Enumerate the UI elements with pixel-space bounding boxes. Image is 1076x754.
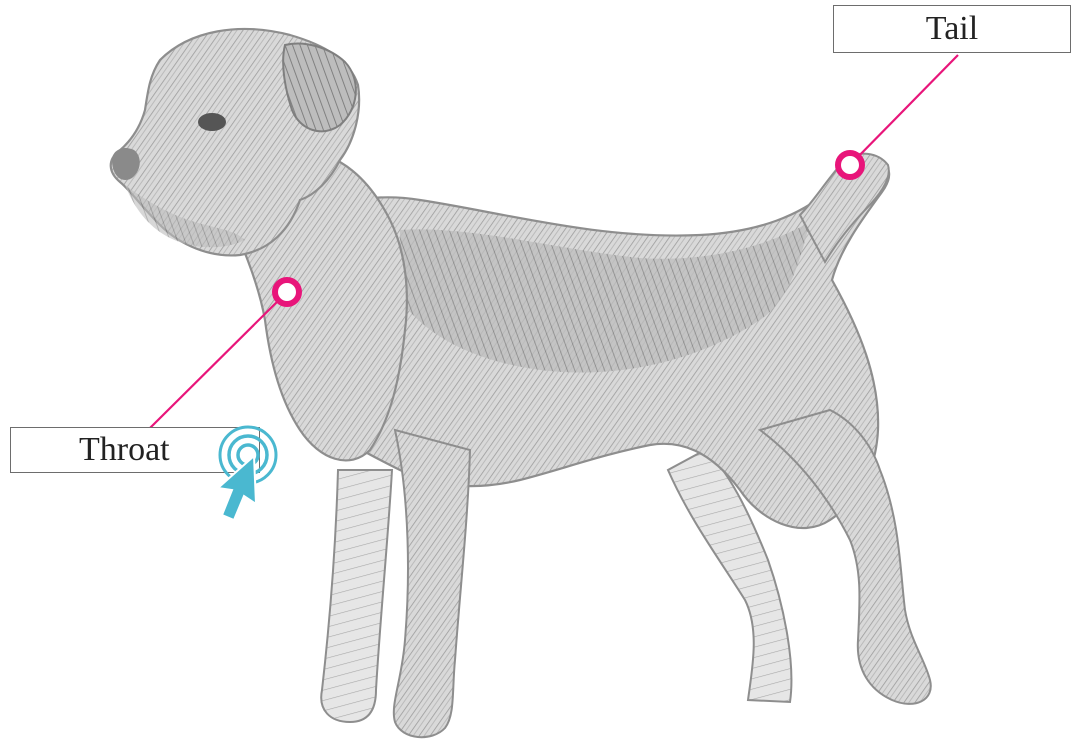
throat-label-text: Throat: [79, 433, 170, 467]
tap-cursor-icon: [210, 420, 290, 530]
throat-marker: [275, 280, 299, 304]
tail-label-text: Tail: [926, 12, 978, 46]
dog-eye: [198, 113, 226, 131]
dog-front-far-leg: [321, 470, 392, 722]
dog-front-near-leg: [394, 430, 470, 737]
tail-label[interactable]: Tail: [833, 5, 1071, 53]
tail-marker: [838, 153, 862, 177]
throat-leader-line: [150, 292, 287, 428]
tail-leader-line: [850, 55, 958, 165]
